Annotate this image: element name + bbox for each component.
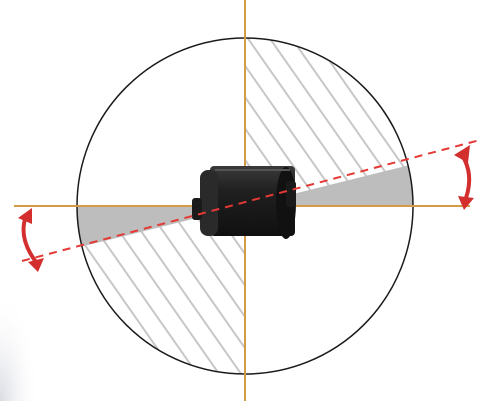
- double-headed-curved-arrow-icon: [18, 208, 44, 272]
- tilted-reference-line: [21, 139, 481, 262]
- double-headed-curved-arrow-icon: [454, 145, 474, 210]
- corner-shadow: [0, 290, 40, 401]
